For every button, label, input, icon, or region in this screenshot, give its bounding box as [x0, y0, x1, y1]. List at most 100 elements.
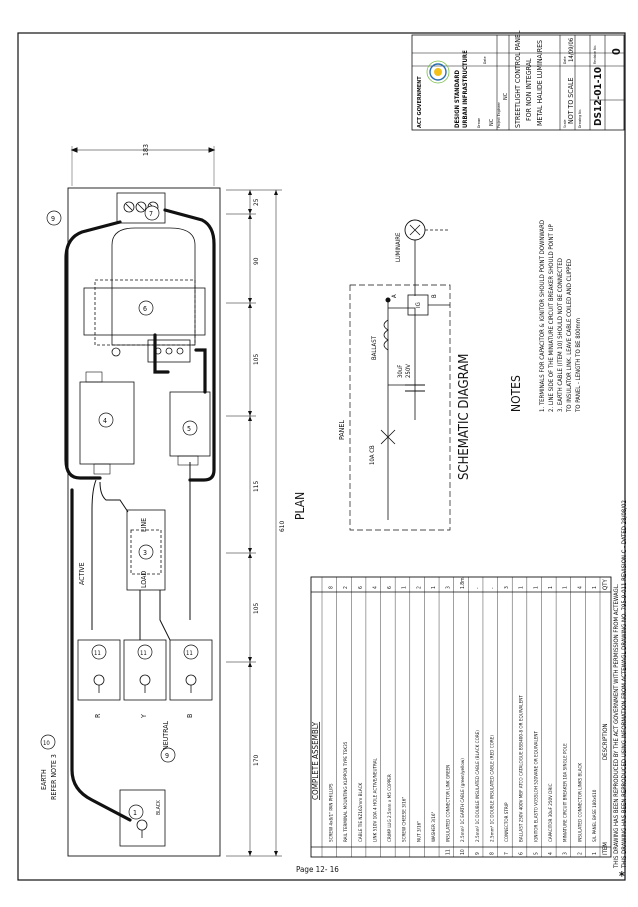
- balloon-5: 5: [187, 425, 191, 433]
- table-row: 102.5mm² 1C EARTH CABLE (green/yellow)1.…: [460, 577, 466, 855]
- neutral-label: NEUTRAL: [162, 720, 170, 750]
- reproduction-note: * THIS DRAWING HAS BEEN REPRODUCED BY TH…: [613, 500, 628, 883]
- ignitor-label: IG: [415, 302, 422, 308]
- agency-line-3: URBAN INFRASTRUCTURE: [462, 50, 469, 128]
- row-qty: 2: [416, 586, 422, 589]
- dim-90: 90: [252, 257, 260, 265]
- item-balloons: 1 6 3 4 5 7 9 9 10 11 11 11: [40, 205, 199, 820]
- row-description: CRIMP LUG 2.5mm x M5 COPPER: [387, 774, 393, 842]
- earth-link: [119, 789, 166, 847]
- ballast-label: BALLAST: [371, 335, 378, 360]
- row-item: 3: [563, 852, 569, 855]
- row-item: 11: [446, 849, 452, 855]
- earth-label: EARTH: [40, 769, 48, 790]
- row-description: CONNECTOR STRIP: [504, 802, 510, 842]
- balloon-11-r: 11: [94, 650, 101, 657]
- table-row: RAIL TERMINAL MOUNTING KLIPPON TYPE TSK3…: [343, 586, 349, 842]
- refer-note-label: REFER NOTE 3: [50, 754, 58, 800]
- schematic-diagram: [349, 219, 451, 531]
- notes-section: NOTES 1. TERMINALS FOR CAPACITOR & IGNIT…: [509, 220, 582, 413]
- row-qty: 2: [343, 586, 349, 589]
- row-description: BALLAST 250V 400V MBF ATCO CATALOGUE BSB…: [519, 695, 525, 842]
- assembly-title: COMPLETE ASSEMBLY: [311, 721, 320, 800]
- note-2: 2. LINE SIDE OF THE MINIATURE CIRCUIT BR…: [548, 224, 555, 412]
- row-qty: 1.8m: [460, 577, 466, 589]
- row-qty: -: [489, 587, 495, 589]
- balloon-10: 10: [43, 740, 50, 747]
- breaker-label: 10A CB: [369, 445, 376, 465]
- table-row: SCREW CHEESE 3/16"1: [402, 586, 408, 842]
- row-description: SCREW CHEESE 3/16": [402, 797, 408, 842]
- panel-boundary: [349, 284, 451, 531]
- row-description: RAIL TERMINAL MOUNTING KLIPPON TYPE TSK3…: [343, 741, 349, 842]
- phase-b-label: B: [186, 714, 194, 718]
- overall-dimension: 610: [278, 521, 286, 532]
- drawing-no-label: Drawing No.: [578, 109, 582, 128]
- width-dimension: 183: [142, 144, 150, 156]
- drawing-number: DS12-01-10: [593, 67, 604, 126]
- balloon-9-top: 9: [51, 215, 55, 223]
- black-label: BLACK: [156, 799, 162, 815]
- row-qty: 1: [592, 586, 598, 589]
- note-3a: 3. EARTH CABLE (ITEM 10) SHOULD NOT BE C…: [557, 258, 564, 412]
- row-qty: 1: [533, 586, 539, 589]
- row-qty: -: [475, 587, 481, 589]
- row-item: 5: [533, 852, 539, 855]
- balloon-4: 4: [103, 417, 107, 425]
- note-3b: TO INSULATOR LINK. LEAVE CABLE COILED AN…: [566, 259, 573, 413]
- scale-value: NOT TO SCALE: [567, 77, 575, 124]
- table-row: 6 BALLAST 250V 400V MBF ATCO CATALOGUE BS…: [519, 586, 525, 855]
- revision-number: 0: [610, 48, 623, 55]
- connector-strip: [111, 339, 191, 363]
- plan-labels: 183 25 90 105 115 105 170 610 PLAN LINE …: [40, 144, 307, 815]
- title-block: ACT GOVERNMENT DESIGN STANDARD URBAN INF…: [411, 30, 625, 131]
- title-line-1: STREETLIGHT CONTROL PANEL: [514, 30, 522, 128]
- schematic-labels: PANEL 10A CB BALLAST 30uF 250V LUMINAIRE…: [338, 232, 472, 480]
- scale-label: Scale: [563, 119, 567, 128]
- row-description: MINIATURE CIRCUIT BREAKER 10A SINGLE POL…: [563, 743, 569, 842]
- table-row: 82.5mm² 1C DOUBLE INSULATED CABLE (RED C…: [489, 587, 495, 855]
- dim-105-b: 105: [252, 603, 260, 614]
- dim-25: 25: [252, 198, 260, 206]
- page-footer: Page 12- 16: [296, 865, 339, 874]
- row-item: 6: [519, 852, 525, 855]
- row-description: 2.5mm² 1C EARTH CABLE (green/yellow): [460, 758, 466, 842]
- row-description: INSULATED CONNECTOR LINKS BLACK: [577, 763, 583, 842]
- row-description: SCREW 4x8/1" PAN PHILLIPS: [329, 783, 335, 842]
- dim-105-a: 105: [252, 354, 260, 365]
- panel-outline: [67, 187, 221, 857]
- terminal-a: A: [391, 294, 398, 298]
- dim-170: 170: [252, 755, 260, 766]
- header-item: ITEM: [602, 842, 609, 855]
- table-row: 92.5mm² 1C DOUBLE INSULATED CABLE (BLACK…: [475, 587, 481, 855]
- row-description: INSULATED CONNECTOR LINK GREEN: [446, 765, 452, 842]
- row-qty: 3: [504, 586, 510, 589]
- reproduction-line-2: THIS DRAWING HAS BEEN REPRODUCED USING I…: [621, 500, 628, 869]
- luminaire-label: LUMINAIRE: [395, 232, 402, 262]
- balloon-3: 3: [143, 549, 147, 557]
- line-label: LINE: [140, 518, 148, 532]
- row-description: 2.5mm² 1C DOUBLE INSULATED CABLE (BLACK …: [475, 730, 481, 842]
- table-row: WASHER 3/16"1: [431, 586, 437, 842]
- capacitor-value-2: 250V: [405, 364, 412, 378]
- dim-115: 115: [252, 481, 260, 492]
- terminal-b: B: [431, 294, 438, 298]
- connector-links: [77, 639, 213, 701]
- note-3c: TO PANEL - LENGTH TO BE 800mm: [575, 318, 582, 413]
- row-description: CAPACITOR 30uF 250V DRIC: [548, 783, 554, 842]
- act-government-logo: [426, 60, 450, 84]
- notes-title: NOTES: [509, 375, 523, 412]
- header-qty: QTY: [602, 578, 609, 590]
- table-row: 5 IGNITOR ELASTO VOSSLOH 520VANE OR EQUIV…: [533, 586, 539, 855]
- row-description: IGNITOR ELASTO VOSSLOH 520VANE OR EQUIVA…: [533, 731, 539, 842]
- row-item: 8: [489, 852, 495, 855]
- row-description: NUT 3/16": [416, 821, 422, 842]
- approved-value: NC: [503, 92, 509, 100]
